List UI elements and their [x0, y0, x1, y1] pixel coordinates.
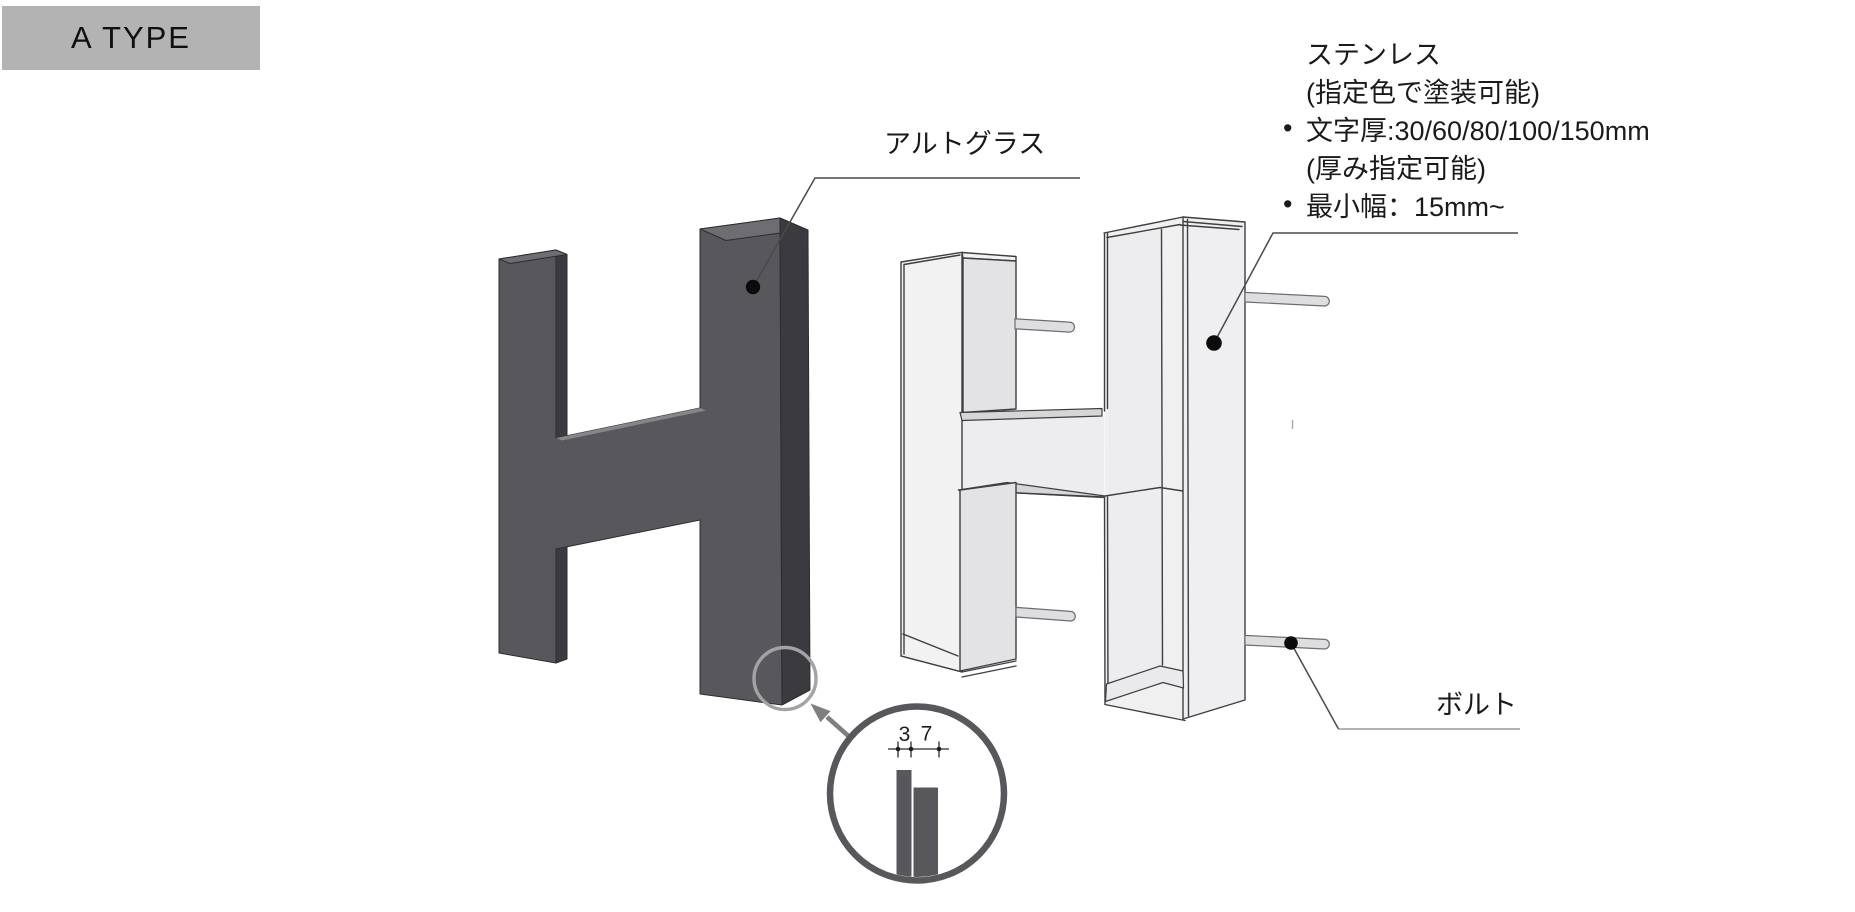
spec-line: (厚み指定可能) [1283, 147, 1650, 185]
spec-line: • 最小幅：15mm~ [1283, 185, 1650, 223]
dimension-label-7: 7 [921, 723, 933, 746]
bolt-rod [1014, 318, 1076, 333]
anchor-dot [1284, 636, 1298, 650]
highlight-ring [752, 645, 818, 712]
bullet-dot: • [1283, 112, 1293, 143]
bullet-dot: • [1283, 188, 1293, 219]
spec-text: 最小幅：15mm~ [1306, 191, 1505, 222]
type-label-box: A TYPE [2, 6, 260, 70]
dimension-annotation: 3 7 [888, 723, 949, 758]
dimension-label-3: 3 [899, 723, 911, 746]
leader-bolt [1290, 642, 1340, 730]
spec-text: (指定色で塗装可能) [1306, 77, 1540, 108]
return-section [913, 787, 938, 877]
bolt-rod [1015, 606, 1076, 622]
type-label: A TYPE [71, 20, 191, 55]
anchor-dot [745, 279, 761, 295]
acrylic-letter-h [498, 217, 811, 706]
anchor-dot [1206, 335, 1222, 351]
bolt-rod [1244, 291, 1330, 307]
spec-line: • 文字厚:30/60/80/100/150mm [1283, 109, 1650, 147]
stainless-channel-letter-h [900, 216, 1294, 722]
spec-text: (厚み指定可能) [1306, 153, 1486, 184]
spec-line: (指定色で塗装可能) [1283, 71, 1650, 109]
detail-callout: 3 7 [752, 645, 1008, 884]
callout-arrow-head [810, 703, 831, 723]
spec-text: ステンレス [1306, 39, 1441, 70]
label-bolt: ボルト [1436, 690, 1517, 720]
face-plate-section [896, 770, 912, 877]
callout-arrow-shaft [825, 715, 851, 739]
leader-face-material [752, 177, 1080, 288]
label-face-material: アルトグラス [884, 129, 1046, 159]
leader-stainless [1213, 232, 1518, 344]
spec-text: 文字厚:30/60/80/100/150mm [1306, 115, 1650, 146]
spec-line: ステンレス [1283, 33, 1650, 71]
leader-lines [745, 177, 1520, 730]
cross-section [896, 770, 938, 877]
mounting-bolts [1014, 291, 1330, 650]
detail-circle-ring [826, 703, 1008, 884]
spec-block: ステンレス (指定色で塗装可能) • 文字厚:30/60/80/100/150m… [1283, 33, 1650, 223]
